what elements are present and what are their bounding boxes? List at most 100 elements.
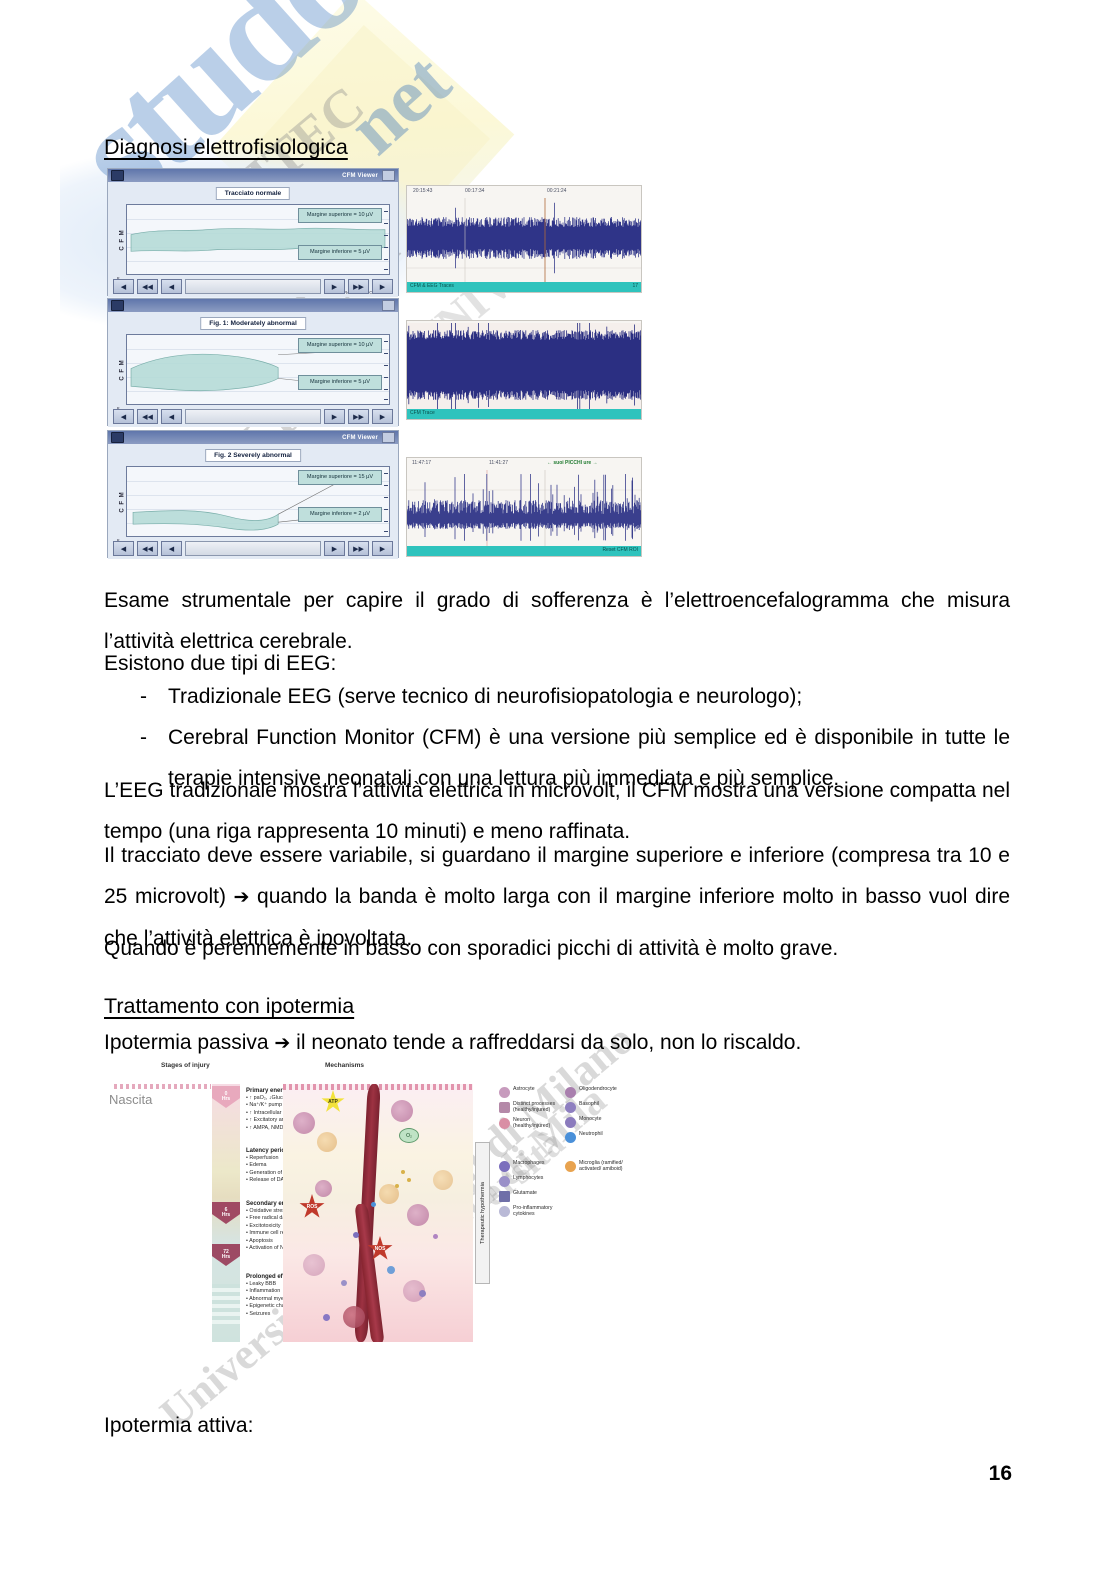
nav-prev-button-1[interactable]: ◀ xyxy=(113,279,134,294)
nav-next-button-3[interactable]: ▶ xyxy=(324,541,345,556)
glutamate-particle xyxy=(407,1178,411,1182)
panel-latency-period: Latency period: • Reperfusion • Edema • … xyxy=(243,1146,348,1187)
panel-item: • ↑ AMPA, NMDA activation xyxy=(246,1124,311,1131)
cfm-lower-margin-tag-3: Margine inferiore = 2 µV xyxy=(298,507,382,522)
eeg-time-labels-1: 20:15:43 00:17:34 00:21:24 xyxy=(413,188,567,194)
atp-marker: ATP xyxy=(321,1090,345,1112)
nav-end-button-2[interactable]: ▶ xyxy=(372,409,393,424)
page-number: 16 xyxy=(988,1462,1012,1485)
neuron-icon xyxy=(499,1117,510,1129)
neuron-cell-injured xyxy=(343,1306,365,1328)
cfm-upper-margin-tag-1: Margine superiore = 10 µV xyxy=(298,208,382,223)
panel-prolonged-effects: Prolonged effects • Leaky BBB • Inflamma… xyxy=(243,1272,348,1320)
panel-item: • Apoptosis xyxy=(246,1237,273,1244)
nav-end-button-3[interactable]: ▶ xyxy=(372,541,393,556)
cfm-figure-block: CFM Viewer Tracciato normale C F M xyxy=(107,168,642,560)
cfm-navigation-bar-1: ◀ ◀◀ ◀ ▶ ▶▶ ▶ xyxy=(113,279,393,294)
legend-item: Macrophages xyxy=(499,1160,557,1172)
nav-forward-button-3[interactable]: ▶▶ xyxy=(348,541,369,556)
legend-label: Oligodendrocyte xyxy=(579,1086,617,1092)
cfm-titlebar-1: CFM Viewer xyxy=(108,169,398,182)
oxygen-marker: O₂ xyxy=(399,1128,419,1143)
cfm-y-axis-label-3: C F M xyxy=(119,490,126,513)
legend-item: Pro-inflammatory cytokines xyxy=(499,1205,557,1218)
cfm-lower-margin-tag-2: Margine inferiore = 5 µV xyxy=(298,375,382,390)
legend-item: Glutamate xyxy=(499,1190,557,1202)
panel-item: • Immune cell recruitment xyxy=(246,1230,307,1237)
diagram-legend: Astrocyte Distinct processes (healthy/in… xyxy=(499,1086,623,1221)
panel-item: • Oxidative stress xyxy=(246,1208,288,1214)
legend-label: Neutrophil xyxy=(579,1131,603,1137)
oligodendrocyte-icon xyxy=(565,1087,576,1098)
nav-forward-button-2[interactable]: ▶▶ xyxy=(348,409,369,424)
window-control-button-3[interactable] xyxy=(382,432,395,443)
panel-item: • Seizures xyxy=(246,1310,271,1317)
cfm-titlebar-2 xyxy=(108,299,398,312)
microglia-icon xyxy=(565,1161,576,1172)
cfm-upper-margin-tag-3: Margine superiore = 15 µV xyxy=(298,470,382,485)
immune-cell xyxy=(419,1290,426,1297)
list-bullet-dash: - xyxy=(140,685,147,708)
eeg-trace-panel-2: CFM Trace xyxy=(406,320,642,420)
panel-item: • Edema xyxy=(246,1162,267,1169)
window-control-button-2[interactable] xyxy=(382,300,395,311)
cfm-y-axis-label-2: C F M xyxy=(119,358,126,381)
distinct-processes-icon xyxy=(499,1102,510,1113)
macrophage-icon xyxy=(499,1161,510,1172)
horizontal-scrollbar-2[interactable] xyxy=(185,409,321,424)
timepoint-marker-0: 0 Hrs xyxy=(212,1086,240,1108)
lymphocyte-icon xyxy=(499,1176,510,1187)
brain-tissue-illustration: ATP ROS NOS O₂ xyxy=(283,1084,473,1342)
legend-item: Oligodendrocyte xyxy=(565,1086,623,1098)
nav-rewind-button-2[interactable]: ◀◀ xyxy=(137,409,158,424)
nav-step-back-button-3[interactable]: ◀ xyxy=(161,541,182,556)
eeg-footer-2: CFM Trace xyxy=(407,409,641,419)
arrow-glyph: ➔ xyxy=(233,886,250,908)
hie-pathophysiology-diagram: Stages of injury Mechanisms Nascita 0 Hr… xyxy=(107,1062,623,1374)
cfm-window-2: Fig. 1: Moderately abnormal C F M xyxy=(107,298,399,427)
legend-item: Lymphocytes xyxy=(499,1175,557,1187)
panel-item: • ↑ Intracellular Ca²⁺ xyxy=(246,1109,295,1116)
ipotermia-passiva-part1: Ipotermia passiva xyxy=(104,1031,275,1054)
nav-rewind-button-1[interactable]: ◀◀ xyxy=(137,279,158,294)
immune-cell xyxy=(433,1234,438,1239)
horizontal-scrollbar-1[interactable] xyxy=(185,279,321,294)
glutamate-icon xyxy=(499,1191,510,1202)
paragraph-tracciato: Il tracciato deve essere variabile, si g… xyxy=(104,835,1010,959)
nav-prev-button-2[interactable]: ◀ xyxy=(113,409,134,424)
legend-label: Basophil xyxy=(579,1101,599,1107)
nav-prev-button-3[interactable]: ◀ xyxy=(113,541,134,556)
cfm-body-3: Fig. 2 Severely abnormal C F M Marg xyxy=(108,444,398,559)
horizontal-scrollbar-3[interactable] xyxy=(185,541,321,556)
window-control-button-1[interactable] xyxy=(382,170,395,181)
panel-item: • ↑ Excitatory amino acids xyxy=(246,1117,308,1124)
legend-item: Distinct processes (healthy/injured) xyxy=(499,1101,557,1114)
ipotermia-passiva-part2: il neonato tende a raffreddarsi da solo,… xyxy=(290,1031,802,1054)
therapeutic-hypothermia-label: Therapeutic hypothermia xyxy=(479,1182,486,1244)
annotation-nascita: Nascita xyxy=(109,1092,153,1107)
timepoint-value: 0 xyxy=(224,1090,228,1097)
nav-next-button-1[interactable]: ▶ xyxy=(324,279,345,294)
nav-end-button-1[interactable]: ▶ xyxy=(372,279,393,294)
eeg-footer-1: CFM & EEG Traces 17 xyxy=(407,282,641,292)
panel-item: • ↑ paO₂, ↓Glucose, ↓ATP xyxy=(246,1095,308,1101)
timepoint-marker-6: 6 Hrs xyxy=(212,1202,240,1224)
legend-label: Glutamate xyxy=(513,1190,537,1196)
eeg-waveform-3 xyxy=(407,470,641,546)
eeg-time-labels-3: 11:47:17 11:41:27 ← suoi PICCHI ure → xyxy=(412,460,598,466)
eeg-trace-panel-1: 20:15:43 00:17:34 00:21:24 CFM & EEG Tra… xyxy=(406,185,642,293)
nav-next-button-2[interactable]: ▶ xyxy=(324,409,345,424)
cfm-navigation-bar-2: ◀ ◀◀ ◀ ▶ ▶▶ ▶ xyxy=(113,409,393,424)
panel-item: • Abnormal myelination xyxy=(246,1295,301,1302)
nav-rewind-button-3[interactable]: ◀◀ xyxy=(137,541,158,556)
panel-item: • Free radical damage xyxy=(246,1215,299,1222)
ros-marker: ROS xyxy=(299,1194,325,1218)
nav-forward-button-1[interactable]: ▶▶ xyxy=(348,279,369,294)
cfm-body-1: Tracciato normale C F M Margine superior… xyxy=(108,182,398,297)
neuron-cell xyxy=(403,1280,425,1302)
legend-label: Lymphocytes xyxy=(513,1175,544,1181)
nav-step-back-button-2[interactable]: ◀ xyxy=(161,409,182,424)
app-icon xyxy=(111,170,124,181)
nav-step-back-button-1[interactable]: ◀ xyxy=(161,279,182,294)
